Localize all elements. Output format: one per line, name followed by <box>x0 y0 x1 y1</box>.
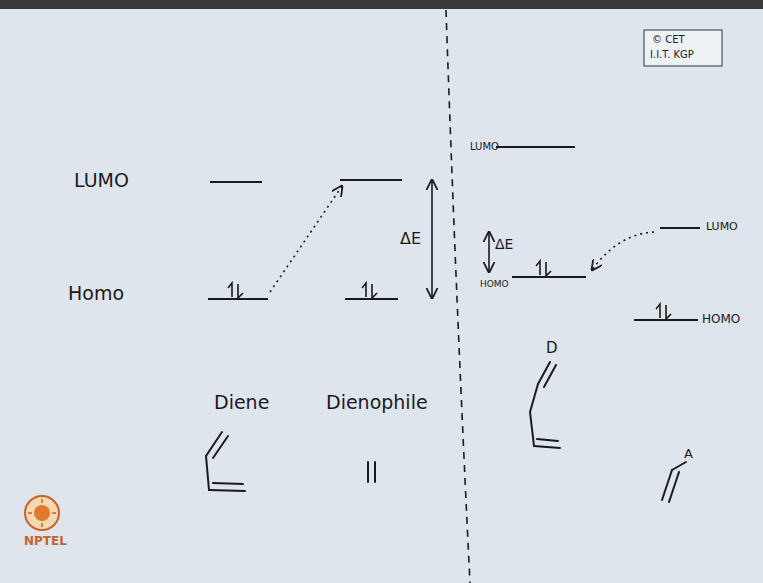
gap-arrow <box>431 180 433 298</box>
top-edge <box>0 0 763 9</box>
copyright-text: © CET <box>652 34 685 45</box>
molecule-label: Diene <box>214 392 269 413</box>
axis-label: Homo <box>68 283 124 304</box>
energy-levels <box>208 147 700 320</box>
copyright-box <box>644 30 722 66</box>
gap-arrow <box>488 232 490 272</box>
interaction-arrow <box>270 186 342 292</box>
level-label: HOMO <box>702 313 740 326</box>
substituent-label: D <box>546 340 558 357</box>
gap-label: ΔE <box>400 230 421 248</box>
molecule-label: Dienophile <box>326 392 428 413</box>
electron-pairs <box>228 261 671 319</box>
level-label: HOMO <box>480 280 509 290</box>
level-label: LUMO <box>470 141 499 152</box>
nptel-logo <box>25 496 59 530</box>
divider <box>446 10 470 583</box>
logo-text: NPTEL <box>24 535 67 548</box>
level-label: LUMO <box>706 221 738 233</box>
substituent-label: A <box>684 447 693 461</box>
axis-label: LUMO <box>74 170 129 191</box>
gap-label: ΔE <box>495 237 513 252</box>
interaction-arrow <box>592 232 654 270</box>
molecule-sketches <box>206 362 686 502</box>
copyright-text: I.I.T. KGP <box>650 49 694 60</box>
